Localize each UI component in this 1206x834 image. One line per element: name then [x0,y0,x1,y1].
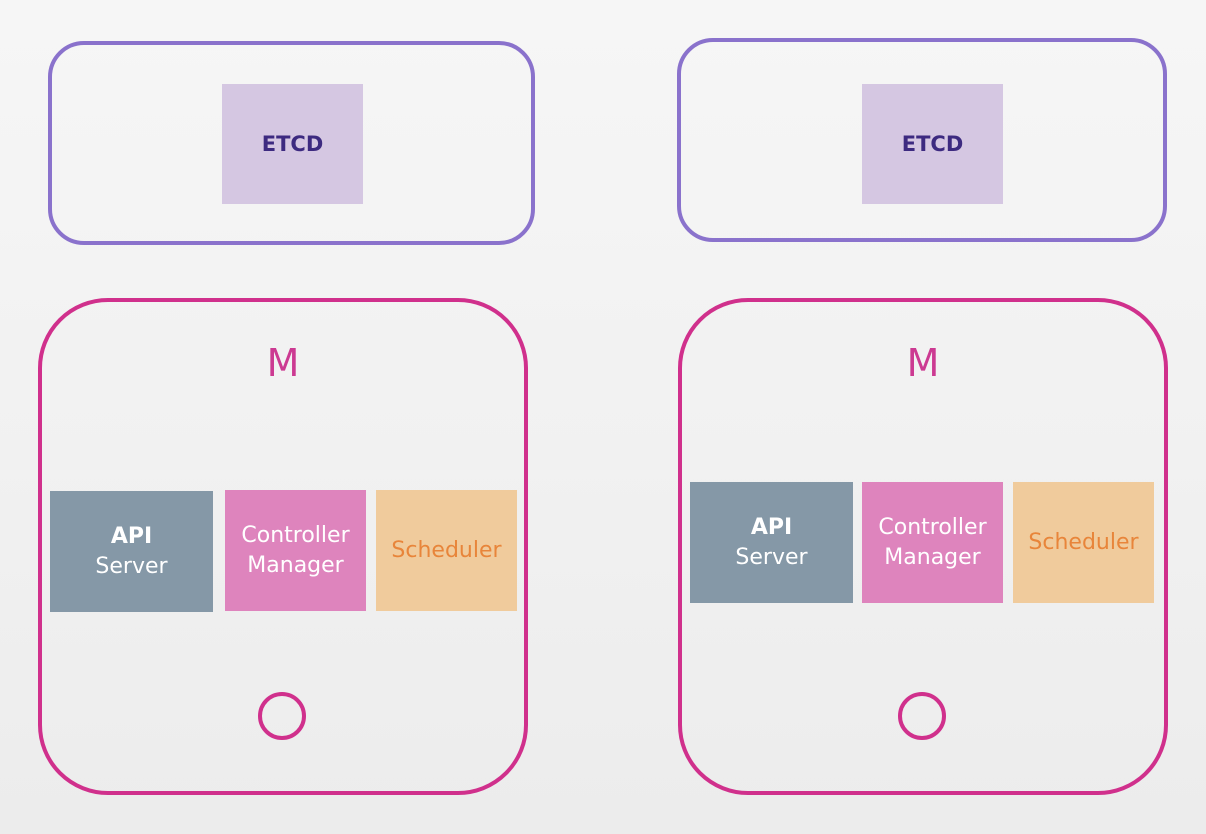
circle-icon-left [258,692,306,740]
controller-manager-box-left: Controller Manager [225,490,366,611]
controller-label: Controller [878,514,987,540]
scheduler-label: Scheduler [1028,529,1139,555]
controller-label: Controller [241,522,350,548]
scheduler-box-left: Scheduler [376,490,517,611]
manager-label: Manager [247,552,344,578]
api-server-box-left: API Server [50,491,213,612]
master-label: M [906,341,940,385]
etcd-cluster-right [677,38,1167,242]
master-label: M [266,341,300,385]
scheduler-label: Scheduler [391,537,502,563]
server-label: Server [95,553,168,579]
server-label: Server [735,544,808,570]
circle-icon-right [898,692,946,740]
master-node-right: M [678,298,1168,795]
etcd-label: ETCD [901,132,964,156]
controller-manager-box-right: Controller Manager [862,482,1003,603]
etcd-cluster-left [48,41,535,245]
master-node-left: M [38,298,528,795]
scheduler-box-right: Scheduler [1013,482,1154,603]
api-label: API [110,523,153,549]
etcd-label: ETCD [261,132,324,156]
etcd-node-left: ETCD [222,84,363,204]
api-label: API [750,514,793,540]
api-server-box-right: API Server [690,482,853,603]
etcd-node-right: ETCD [862,84,1003,204]
manager-label: Manager [884,544,981,570]
